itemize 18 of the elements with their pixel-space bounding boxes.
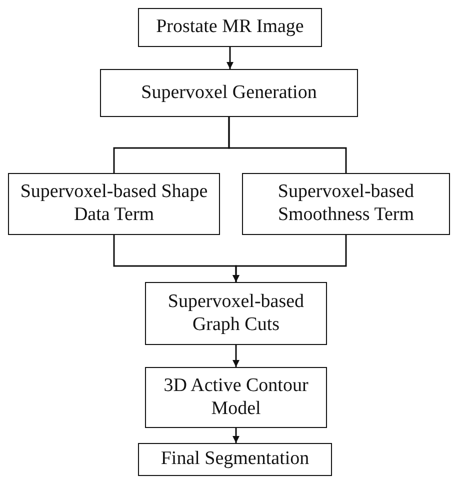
- process-box: [242, 173, 450, 235]
- connector-arrow: [226, 47, 234, 69]
- box-label: Supervoxel Generation: [141, 82, 317, 104]
- box-label: Prostate MR Image: [156, 16, 304, 39]
- process-box: [138, 443, 332, 476]
- box-label: Supervoxel-based Shape Data Term: [19, 181, 209, 227]
- box-label: Final Segmentation: [160, 448, 310, 471]
- process-box: [8, 173, 220, 235]
- box-label: Supervoxel-based Smoothness Term: [276, 181, 416, 227]
- box-label: Supervoxel-based Graph Cuts: [166, 290, 306, 336]
- process-box: [145, 367, 327, 428]
- box-label: 3D Active Contour Model: [162, 374, 310, 420]
- process-box: [138, 8, 322, 47]
- process-box: [100, 69, 358, 117]
- connector-arrow: [232, 345, 240, 367]
- process-box: [145, 282, 327, 345]
- connector-arrow: [232, 235, 347, 282]
- connector-arrow: [232, 428, 240, 443]
